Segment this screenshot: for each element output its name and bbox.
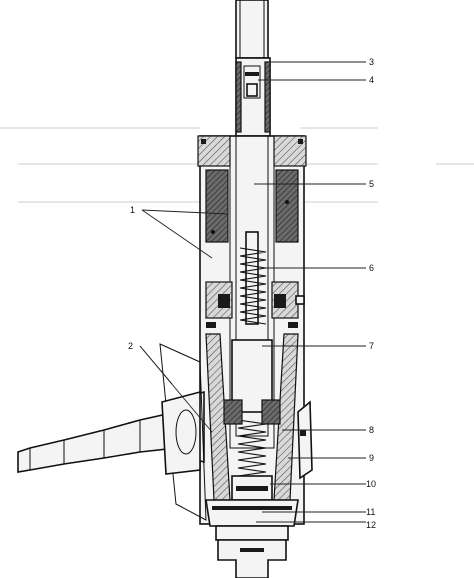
- callout-2: 2: [128, 341, 133, 351]
- bottom-mount: [205, 499, 299, 578]
- callout-4: 4: [369, 75, 374, 85]
- side-bracket: [297, 400, 313, 480]
- lower-body: [205, 333, 299, 501]
- stub-axle: [17, 343, 207, 521]
- callout-6: 6: [369, 263, 374, 273]
- background-lines: [0, 127, 474, 203]
- piston-rod: [235, 0, 269, 59]
- callout-3: 3: [369, 57, 374, 67]
- upper-rod-housing: [235, 57, 271, 137]
- leader-lines: [139, 61, 366, 523]
- callout-5: 5: [369, 179, 374, 189]
- callout-11: 11: [366, 507, 375, 517]
- callout-labels: 1 2 3 4 5 6 7 8 9 10 11 12: [128, 57, 376, 530]
- callout-12: 12: [366, 520, 376, 530]
- inner-spring: [239, 247, 267, 325]
- callout-9: 9: [369, 453, 374, 463]
- callout-1: 1: [130, 205, 135, 215]
- callout-7: 7: [369, 341, 374, 351]
- callout-10: 10: [366, 479, 376, 489]
- callout-8: 8: [369, 425, 374, 435]
- seal-guide: [205, 281, 305, 328]
